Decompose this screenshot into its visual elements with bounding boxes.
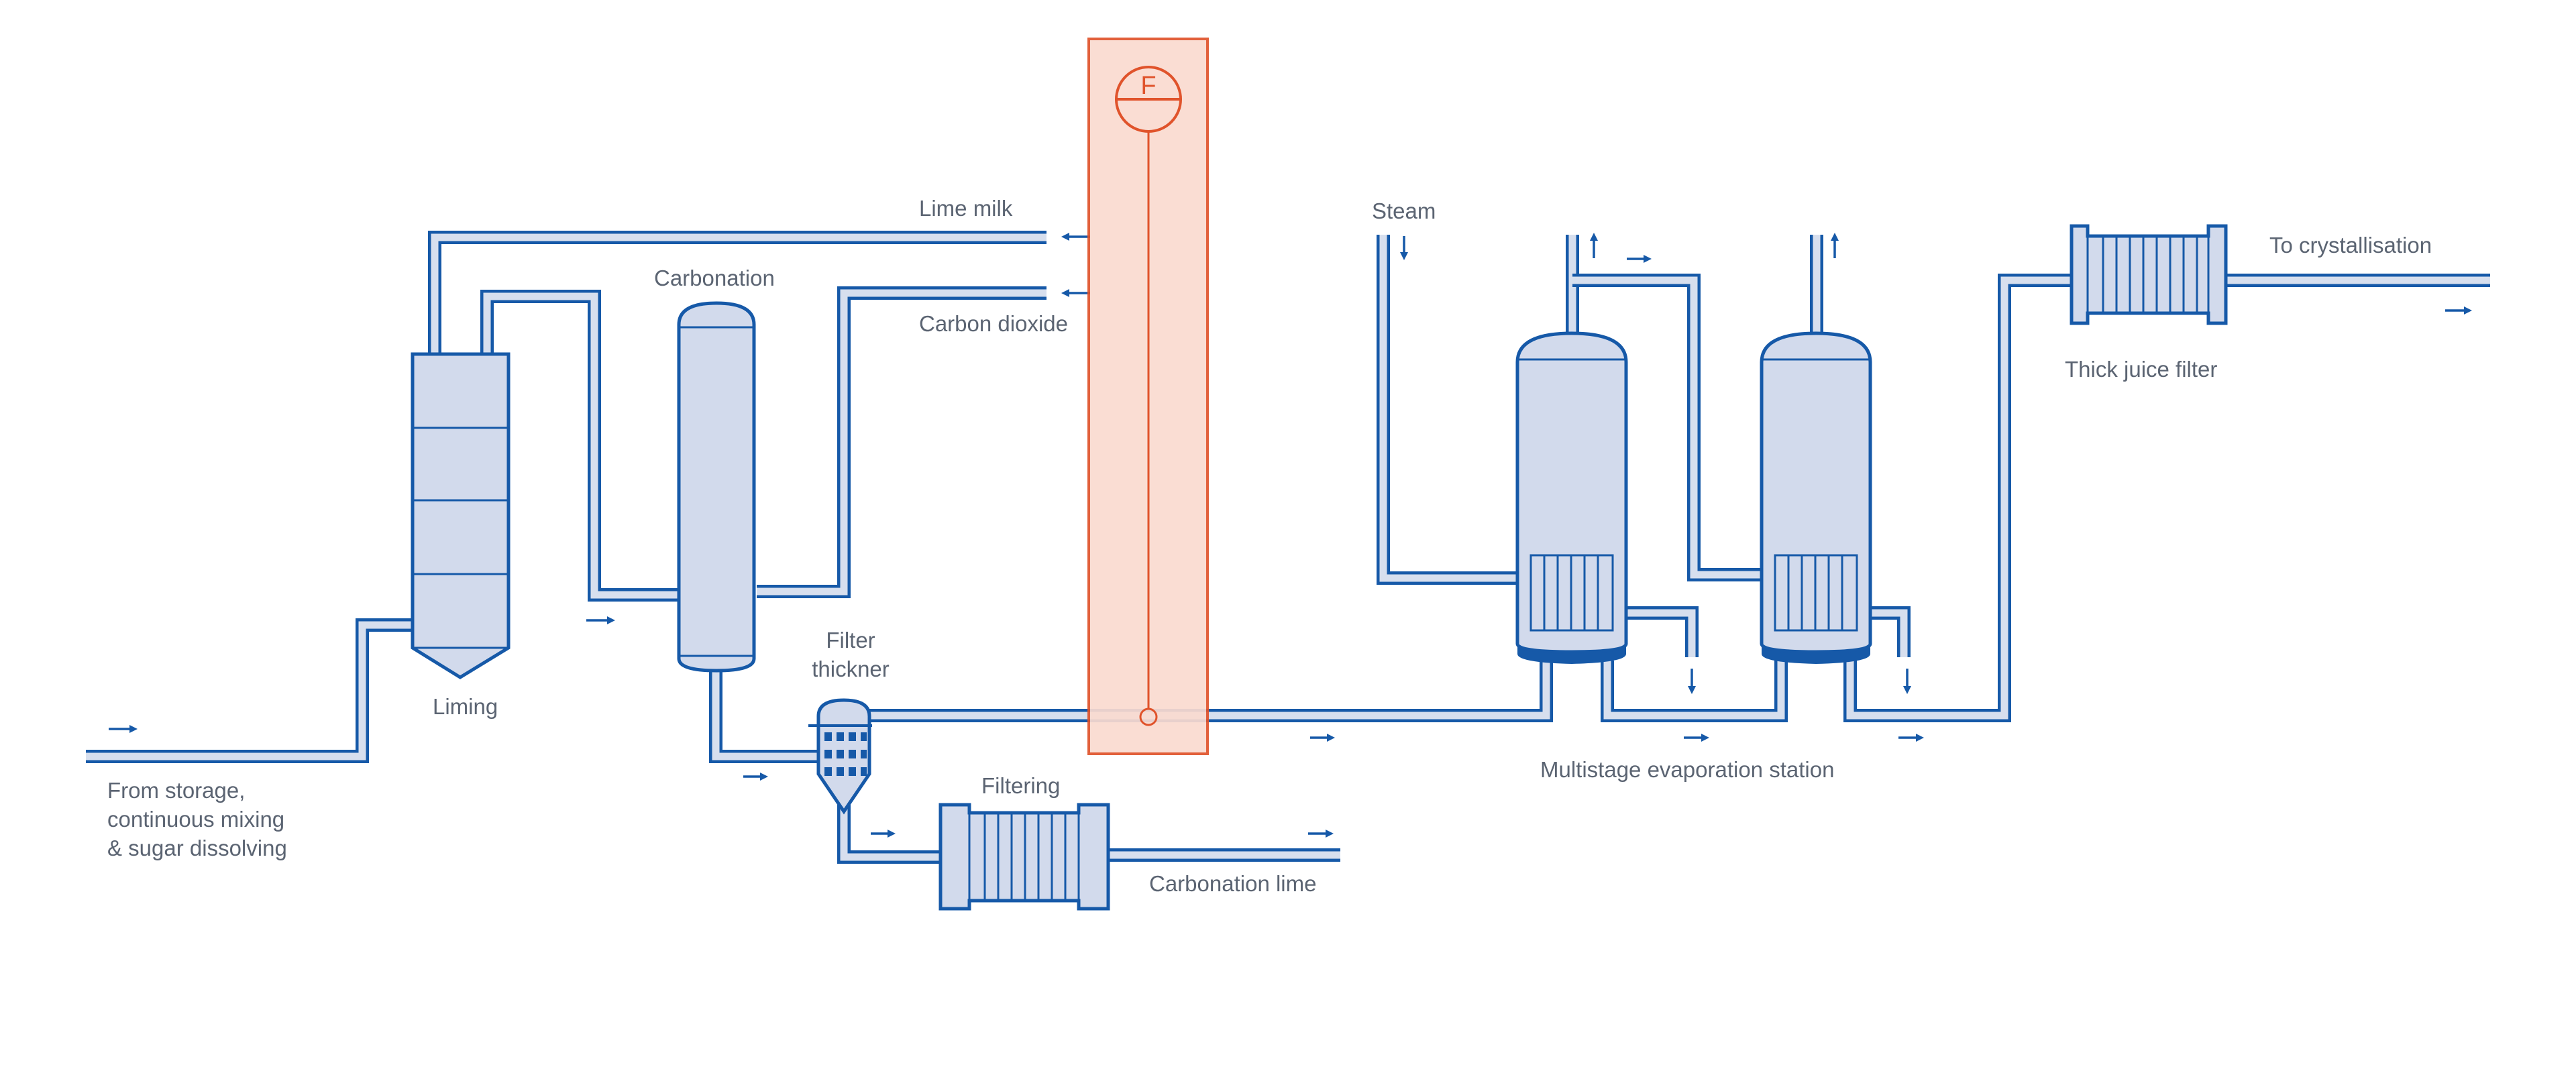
arrow-up-vapour-1 bbox=[1590, 233, 1598, 258]
label-to-crystallisation: To crystallisation bbox=[2269, 233, 2432, 258]
pipe-network bbox=[86, 231, 2490, 864]
arrow-right-inlet bbox=[109, 725, 138, 733]
arrow-up-vapour-2 bbox=[1831, 233, 1839, 258]
evaporator-2 bbox=[1760, 331, 1872, 664]
label-from-storage-1: From storage, bbox=[107, 778, 245, 803]
flow-arrows bbox=[109, 233, 2472, 838]
labels: Lime milk Carbonation Carbon dioxide Ste… bbox=[107, 196, 2432, 896]
arrow-right-evap-1-2 bbox=[1684, 734, 1709, 742]
label-multistage-evaporation-station: Multistage evaporation station bbox=[1540, 757, 1834, 782]
carbonation-column bbox=[677, 301, 756, 673]
filtering-unit bbox=[938, 803, 1110, 911]
label-filter-thickner-2: thickner bbox=[812, 657, 890, 681]
arrow-down-condensate-2 bbox=[1903, 669, 1911, 694]
label-from-storage-2: continuous mixing bbox=[107, 807, 284, 832]
arrow-right-vapour bbox=[1627, 255, 1652, 263]
liming-vessel bbox=[411, 352, 511, 679]
arrow-right-filtering bbox=[871, 830, 896, 838]
flow-meter-symbol: F bbox=[1140, 72, 1156, 100]
sensor-point-icon bbox=[1139, 708, 1158, 726]
label-thick-juice-filter: Thick juice filter bbox=[2065, 357, 2217, 382]
label-liming: Liming bbox=[433, 694, 498, 719]
label-filtering: Filtering bbox=[981, 773, 1060, 798]
label-carbonation-lime: Carbonation lime bbox=[1149, 871, 1316, 896]
label-lime-milk: Lime milk bbox=[919, 196, 1013, 221]
evaporator-1 bbox=[1515, 331, 1628, 664]
label-filter-thickner-1: Filter bbox=[826, 628, 875, 653]
label-steam: Steam bbox=[1372, 199, 1436, 223]
label-carbon-dioxide: Carbon dioxide bbox=[919, 311, 1068, 336]
arrow-right-thin-juice bbox=[1310, 734, 1335, 742]
label-carbonation: Carbonation bbox=[654, 266, 775, 290]
thick-juice-filter bbox=[2070, 224, 2228, 325]
arrow-left-lime-milk bbox=[1061, 233, 1090, 241]
arrow-left-carbon-dioxide bbox=[1061, 289, 1090, 297]
arrow-right-carbonation-lime bbox=[1308, 830, 1334, 838]
arrow-right-thickner bbox=[743, 773, 768, 781]
arrow-right-crystallisation bbox=[2445, 306, 2472, 315]
arrow-right-evap-2-out bbox=[1898, 734, 1924, 742]
filter-thickner bbox=[808, 698, 872, 815]
arrow-down-condensate-1 bbox=[1688, 669, 1696, 694]
flow-instrument[interactable]: F bbox=[1087, 38, 1209, 755]
label-from-storage-3: & sugar dissolving bbox=[107, 836, 287, 860]
arrow-down-steam bbox=[1400, 236, 1408, 260]
arrow-right-liming bbox=[586, 616, 615, 624]
